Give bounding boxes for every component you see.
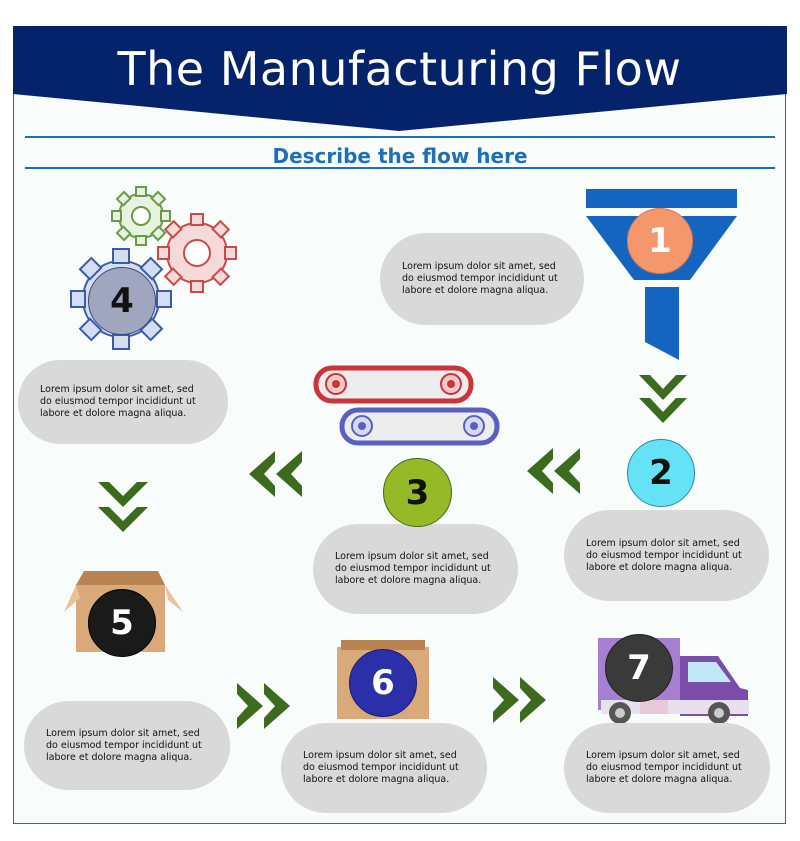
step-2-badge: 2	[627, 439, 695, 507]
chevron-right-icon	[493, 677, 519, 723]
chevron-left-icon	[554, 448, 580, 494]
header-banner	[13, 26, 787, 131]
chevron-right-icon	[520, 677, 546, 723]
chevron-down-icon	[98, 482, 148, 507]
step-3-badge: 3	[383, 458, 452, 527]
chevron-right-icon	[264, 683, 290, 729]
step-7-description: Lorem ipsum dolor sit amet, sed do eiusm…	[564, 723, 770, 813]
step-6-badge: 6	[349, 649, 417, 717]
chevron-down-icon	[98, 507, 148, 532]
step-1-badge: 1	[627, 208, 693, 274]
step-6-description: Lorem ipsum dolor sit amet, sed do eiusm…	[281, 723, 487, 813]
chevron-left-icon	[249, 451, 275, 497]
chevron-down-icon	[639, 398, 687, 423]
chevron-right-icon	[237, 683, 263, 729]
subtitle: Describe the flow here	[272, 144, 528, 168]
step-4-description: Lorem ipsum dolor sit amet, sed do eiusm…	[18, 360, 228, 444]
gears-icon	[70, 186, 237, 350]
step-5-badge: 5	[88, 589, 156, 657]
step-5-description: Lorem ipsum dolor sit amet, sed do eiusm…	[24, 701, 230, 790]
step-7-badge: 7	[605, 634, 673, 702]
arrows	[98, 375, 687, 729]
step-1-description: Lorem ipsum dolor sit amet, sed do eiusm…	[380, 233, 584, 325]
chevron-down-icon	[639, 375, 687, 400]
conveyor-belt-icon	[313, 365, 500, 446]
step-4-badge: 4	[88, 267, 156, 335]
page-title: The Manufacturing Flow	[117, 42, 682, 96]
step-2-description: Lorem ipsum dolor sit amet, sed do eiusm…	[564, 510, 769, 601]
step-3-description: Lorem ipsum dolor sit amet, sed do eiusm…	[313, 524, 518, 614]
chevron-left-icon	[527, 448, 553, 494]
chevron-left-icon	[276, 451, 302, 497]
